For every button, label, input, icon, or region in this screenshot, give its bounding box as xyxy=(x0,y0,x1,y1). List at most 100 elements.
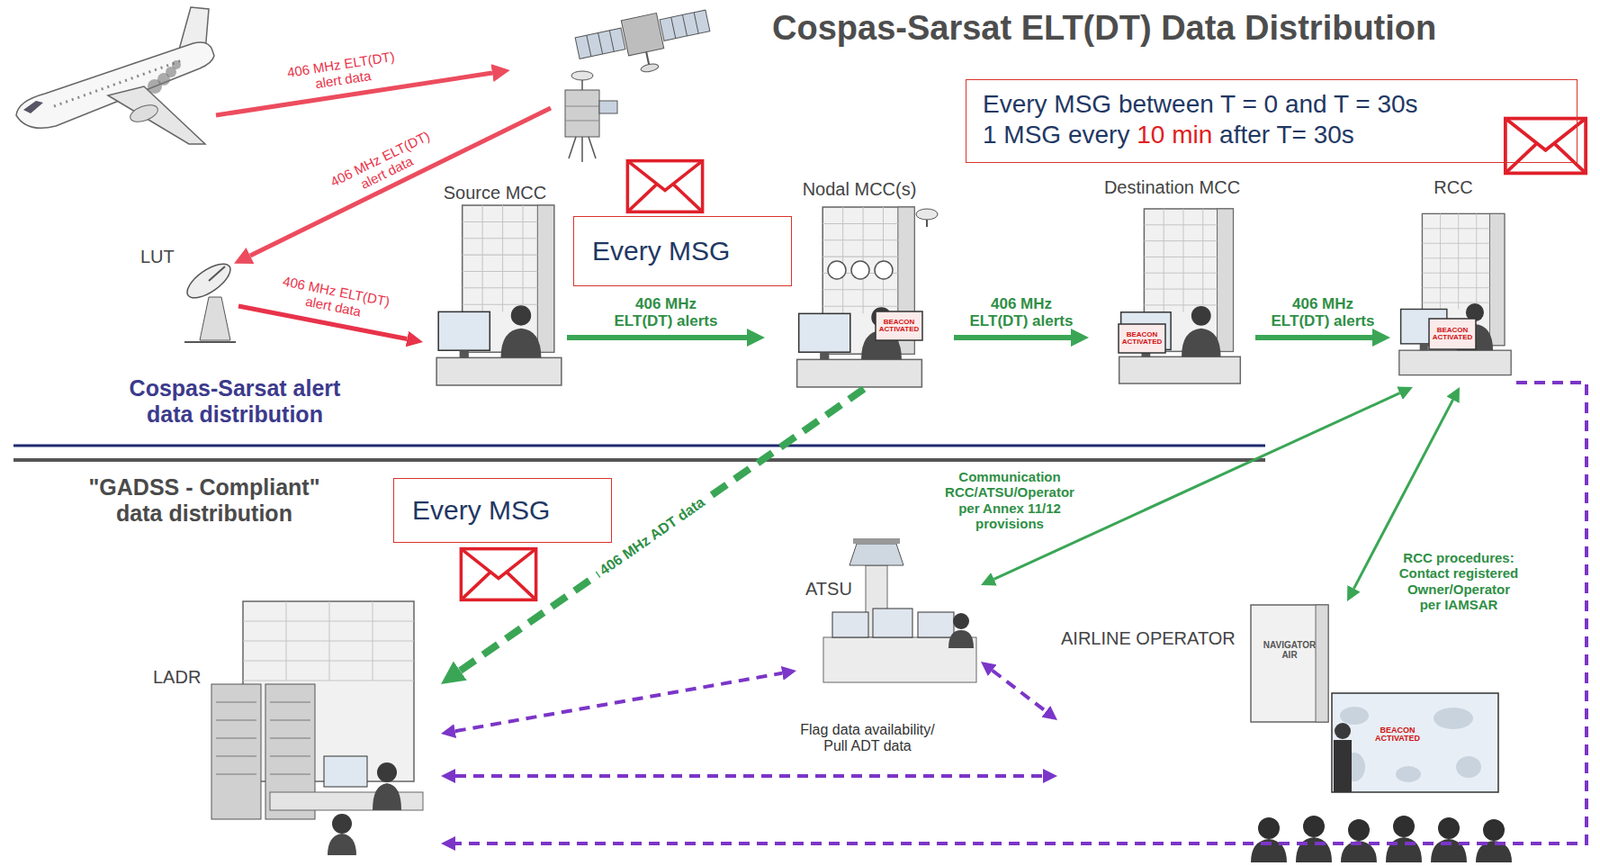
control-centre-illustration xyxy=(1118,323,1166,353)
callout-text: Every MSG xyxy=(412,494,550,527)
connector-arrow xyxy=(953,334,1071,341)
satellite-illustration xyxy=(639,62,659,73)
ladr-illustration xyxy=(323,755,368,787)
section-heading: "GADSS - Compliant" data distribution xyxy=(85,474,324,527)
satellite-illustration xyxy=(575,27,626,59)
note-text: Every MSG between T = 0 and T = 30s xyxy=(982,89,1561,120)
lut-station: LUT xyxy=(134,238,239,347)
atsu-illustration xyxy=(952,612,970,630)
satellite-illustration xyxy=(568,79,596,162)
atsu-unit: ATSU xyxy=(796,538,981,687)
connector-arrow xyxy=(992,670,1047,712)
atsu-illustration xyxy=(853,538,900,544)
ladr-illustration xyxy=(327,833,357,855)
source-mcc: Source MCC xyxy=(422,178,567,387)
connector-label: 406 MHz ELT(DT) alerts xyxy=(1264,295,1381,331)
airline-operator-illustration xyxy=(1438,817,1460,839)
message-envelope-icon xyxy=(460,118,1586,601)
satellite-illustration xyxy=(586,30,614,57)
lut-antenna-illustration xyxy=(181,257,236,342)
aircraft-illustration xyxy=(127,101,161,126)
connector-label: Communication RCC/ATSU/Operator per Anne… xyxy=(935,468,1085,531)
building-sign: NAVIGATOR AIR xyxy=(1261,640,1318,660)
screen-text: BEACON ACTIVATED xyxy=(1430,326,1475,342)
ladr-illustration xyxy=(242,601,414,681)
connector-arrow xyxy=(455,773,1043,778)
aircraft-illustration xyxy=(107,86,206,144)
connector-arrow xyxy=(455,673,783,731)
airline-operator-illustration xyxy=(1334,722,1351,739)
ladr-illustration xyxy=(377,762,397,783)
satellite-illustration xyxy=(573,2,716,85)
aircraft-illustration xyxy=(16,42,215,128)
airline-operator-illustration xyxy=(1333,739,1352,792)
atsu-illustration xyxy=(872,608,913,638)
lut-antenna-illustration xyxy=(199,296,231,341)
control-centre-illustration xyxy=(797,206,923,387)
screen-text: BEACON ACTIVATED xyxy=(1373,726,1422,744)
message-callout-box: Every MSG xyxy=(393,477,612,543)
airline-operator-illustration xyxy=(1395,765,1421,783)
ladr-illustration xyxy=(332,813,352,834)
section-heading: Cospas-Sarsat alert data distribution xyxy=(116,375,355,428)
rcc-centre: RCC xyxy=(1390,173,1517,387)
airline-operator-illustration xyxy=(1339,706,1369,725)
airline-operator-illustration xyxy=(1303,815,1325,837)
airline-operator-illustration xyxy=(1250,836,1512,863)
control-centre-illustration xyxy=(851,260,870,279)
message-envelope-icon xyxy=(460,548,536,601)
satellite-illustration xyxy=(599,100,618,114)
satellite-illustration xyxy=(646,52,649,65)
section-divider xyxy=(13,458,1266,462)
aircraft-illustration xyxy=(23,100,44,114)
satellite-illustration xyxy=(671,12,699,39)
connector-label: Flag data availability/ Pull ADT data xyxy=(797,721,939,756)
atsu-illustration xyxy=(917,611,954,638)
airline-operator-illustration xyxy=(1331,692,1499,792)
section-divider xyxy=(13,445,1266,460)
airline-operator-illustration xyxy=(1348,818,1370,841)
node-label: ATSU xyxy=(805,577,853,600)
timing-note-box: Every MSG between T = 0 and T = 30s1 MSG… xyxy=(965,79,1578,163)
node-label: Nodal MCC(s) xyxy=(802,178,917,200)
ladr-illustration xyxy=(215,701,311,774)
atsu-illustration xyxy=(849,543,904,566)
callout-text: Every MSG xyxy=(592,234,730,268)
airline-operator-illustration xyxy=(1250,604,1512,863)
ladr-illustration xyxy=(211,683,261,819)
satellite-illustration xyxy=(565,89,600,137)
control-centre-illustration xyxy=(875,311,923,341)
message-envelope-icon xyxy=(627,161,702,213)
atsu-illustration xyxy=(832,611,869,638)
control-centre-illustration xyxy=(916,208,938,220)
atsu-illustration xyxy=(948,629,974,648)
connector-label: 406 MHz ELT(DT) alerts xyxy=(962,295,1079,331)
connector-label: 406 MHz ELT(DT) alerts xyxy=(607,295,724,331)
note-text: 1 MSG every xyxy=(982,119,1130,151)
satellite-illustration xyxy=(659,9,711,41)
note-text: 10 min xyxy=(1136,119,1213,151)
atsu-illustration xyxy=(823,538,977,683)
lut-antenna-illustration xyxy=(184,266,236,342)
control-centre-illustration xyxy=(436,205,1511,387)
screen-text: BEACON ACTIVATED xyxy=(1120,331,1164,347)
node-label: AIRLINE OPERATOR xyxy=(1060,627,1236,649)
airline-operator-illustration xyxy=(1433,707,1474,729)
connector-arrow xyxy=(1255,334,1373,341)
satellite-illustration xyxy=(565,2,716,162)
node-label: Source MCC xyxy=(443,181,547,204)
control-centre-illustration xyxy=(827,260,846,279)
ladr-illustration xyxy=(211,601,423,855)
connector-arrow xyxy=(455,382,1587,844)
control-centre-illustration xyxy=(1429,318,1476,350)
control-centre-illustration xyxy=(1399,213,1511,375)
node-label: RCC xyxy=(1433,176,1473,198)
diagram-title: Cospas-Sarsat ELT(DT) Data Distribution xyxy=(772,8,1437,48)
satellite-illustration xyxy=(571,71,594,81)
note-text: after T= 30s xyxy=(1219,119,1355,151)
message-envelope-icon xyxy=(1505,118,1586,174)
section-divider xyxy=(13,444,1266,448)
control-centre-illustration xyxy=(1119,208,1241,384)
